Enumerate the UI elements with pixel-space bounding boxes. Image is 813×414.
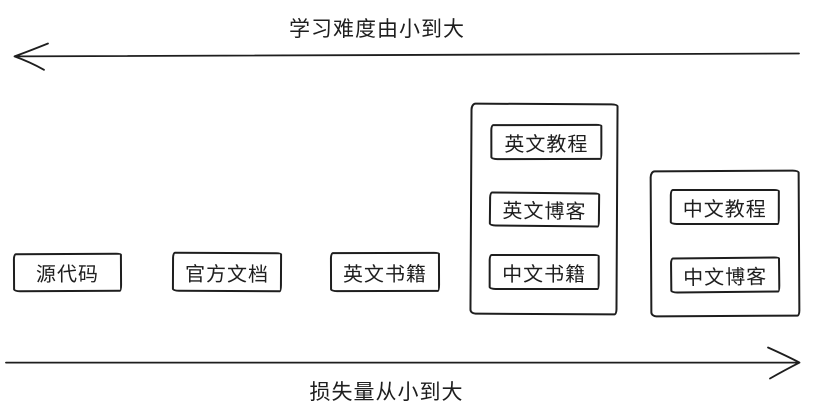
box-chinese-books: 中文书籍 — [488, 253, 600, 291]
box-chinese-blogs-label: 中文博客 — [683, 264, 768, 289]
difficulty-arrow-left — [13, 42, 800, 71]
box-chinese-books-label: 中文书籍 — [502, 261, 587, 286]
box-chinese-tutorials-label: 中文教程 — [682, 196, 767, 221]
box-official-docs: 官方文档 — [171, 251, 283, 293]
top-axis-label: 学习难度由小到大 — [289, 17, 465, 41]
group-box-english-resources: 英文教程 英文博客 中文书籍 — [469, 102, 619, 316]
box-english-blogs: 英文博客 — [488, 191, 601, 228]
box-english-books: 英文书籍 — [329, 251, 441, 293]
box-english-blogs-label: 英文博客 — [502, 198, 587, 224]
box-source-code-label: 源代码 — [35, 261, 100, 287]
box-english-books-label: 英文书籍 — [342, 261, 428, 286]
box-english-tutorials-label: 英文教程 — [504, 131, 589, 156]
box-chinese-tutorials: 中文教程 — [669, 188, 780, 226]
box-official-docs-label: 官方文档 — [184, 261, 270, 286]
group-box-chinese-resources: 中文教程 中文博客 — [649, 169, 801, 318]
box-chinese-blogs: 中文博客 — [669, 256, 781, 294]
loss-arrow-right — [5, 346, 801, 380]
bottom-axis-label: 损失量从小到大 — [309, 380, 464, 404]
box-source-code: 源代码 — [12, 252, 123, 293]
box-english-tutorials: 英文教程 — [490, 123, 603, 161]
